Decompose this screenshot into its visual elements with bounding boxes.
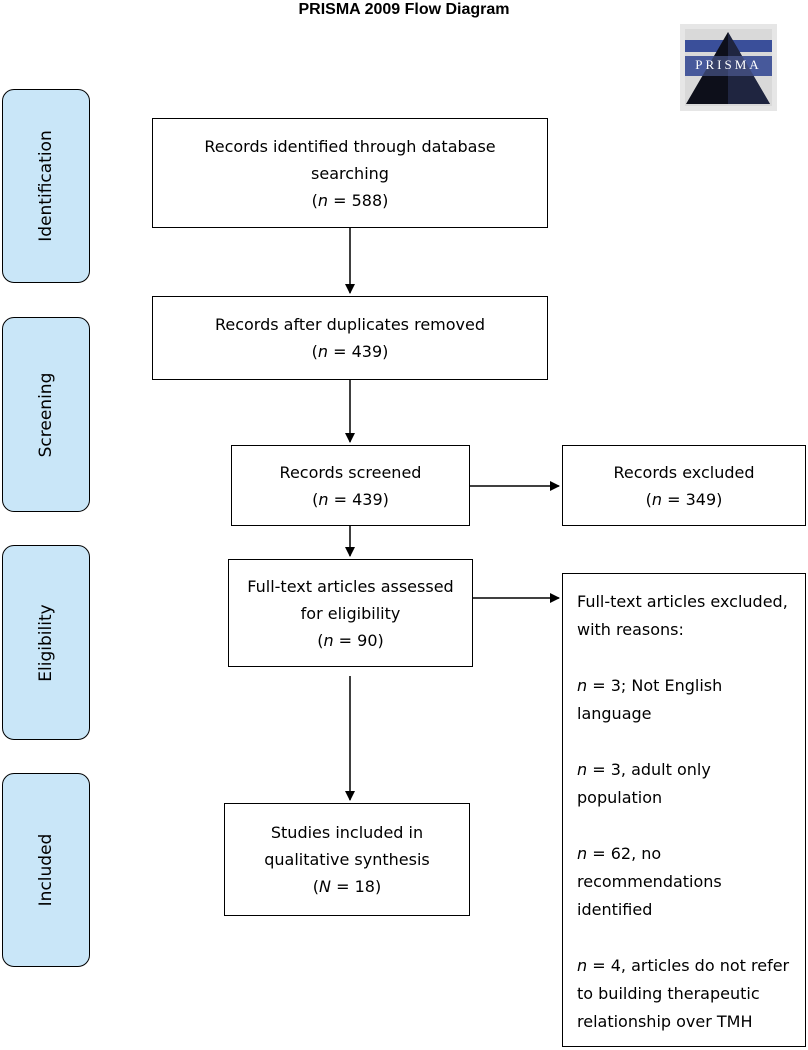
box-text: qualitative synthesis bbox=[264, 850, 430, 869]
box-text: Records excluded bbox=[613, 462, 755, 482]
exclusion-reason: n = 62, no recommendations identified bbox=[577, 844, 722, 919]
box-text: searching bbox=[311, 163, 389, 183]
excluded-heading: Full-text articles excluded, with reason… bbox=[577, 592, 788, 639]
box-records-screened: Records screened (n = 439) bbox=[231, 445, 470, 526]
prisma-logo: PRISMA bbox=[680, 24, 777, 111]
box-text: Records identified through database bbox=[204, 136, 496, 156]
box-count: (n = 439) bbox=[312, 489, 389, 509]
box-fulltext-assessed: Full-text articles assessed for eligibil… bbox=[228, 559, 473, 667]
box-after-duplicates: Records after duplicates removed (n = 43… bbox=[152, 296, 548, 380]
prisma-triangle-icon bbox=[685, 29, 772, 106]
stage-included: Included bbox=[2, 773, 90, 967]
box-count: (n = 439) bbox=[311, 342, 389, 361]
box-fulltext-excluded: Full-text articles excluded, with reason… bbox=[562, 573, 806, 1047]
box-text: Full-text articles assessed bbox=[247, 576, 454, 596]
box-text: Records screened bbox=[279, 462, 422, 482]
box-count: (N = 18) bbox=[312, 877, 382, 896]
box-count: (n = 588) bbox=[311, 190, 389, 210]
box-text: Records after duplicates removed bbox=[214, 315, 486, 334]
box-records-identified: Records identified through database sear… bbox=[152, 118, 548, 228]
box-records-excluded: Records excluded (n = 349) bbox=[562, 445, 806, 526]
exclusion-reason: n = 3, adult only population bbox=[577, 760, 711, 807]
box-text: Studies included in bbox=[270, 823, 424, 842]
box-text: for eligibility bbox=[300, 603, 401, 623]
stage-screening: Screening bbox=[2, 317, 90, 512]
logo-text: PRISMA bbox=[695, 57, 762, 72]
stage-eligibility: Eligibility bbox=[2, 545, 90, 740]
exclusion-reason: n = 4, articles do not refer to building… bbox=[577, 956, 790, 1031]
page-title: PRISMA 2009 Flow Diagram bbox=[298, 1, 510, 18]
box-count: (n = 349) bbox=[645, 489, 723, 509]
exclusion-reason: n = 3; Not English language bbox=[577, 676, 723, 723]
box-studies-included: Studies included in qualitative synthesi… bbox=[224, 803, 470, 916]
stage-identification: Identification bbox=[2, 89, 90, 283]
box-count: (n = 90) bbox=[317, 630, 384, 650]
